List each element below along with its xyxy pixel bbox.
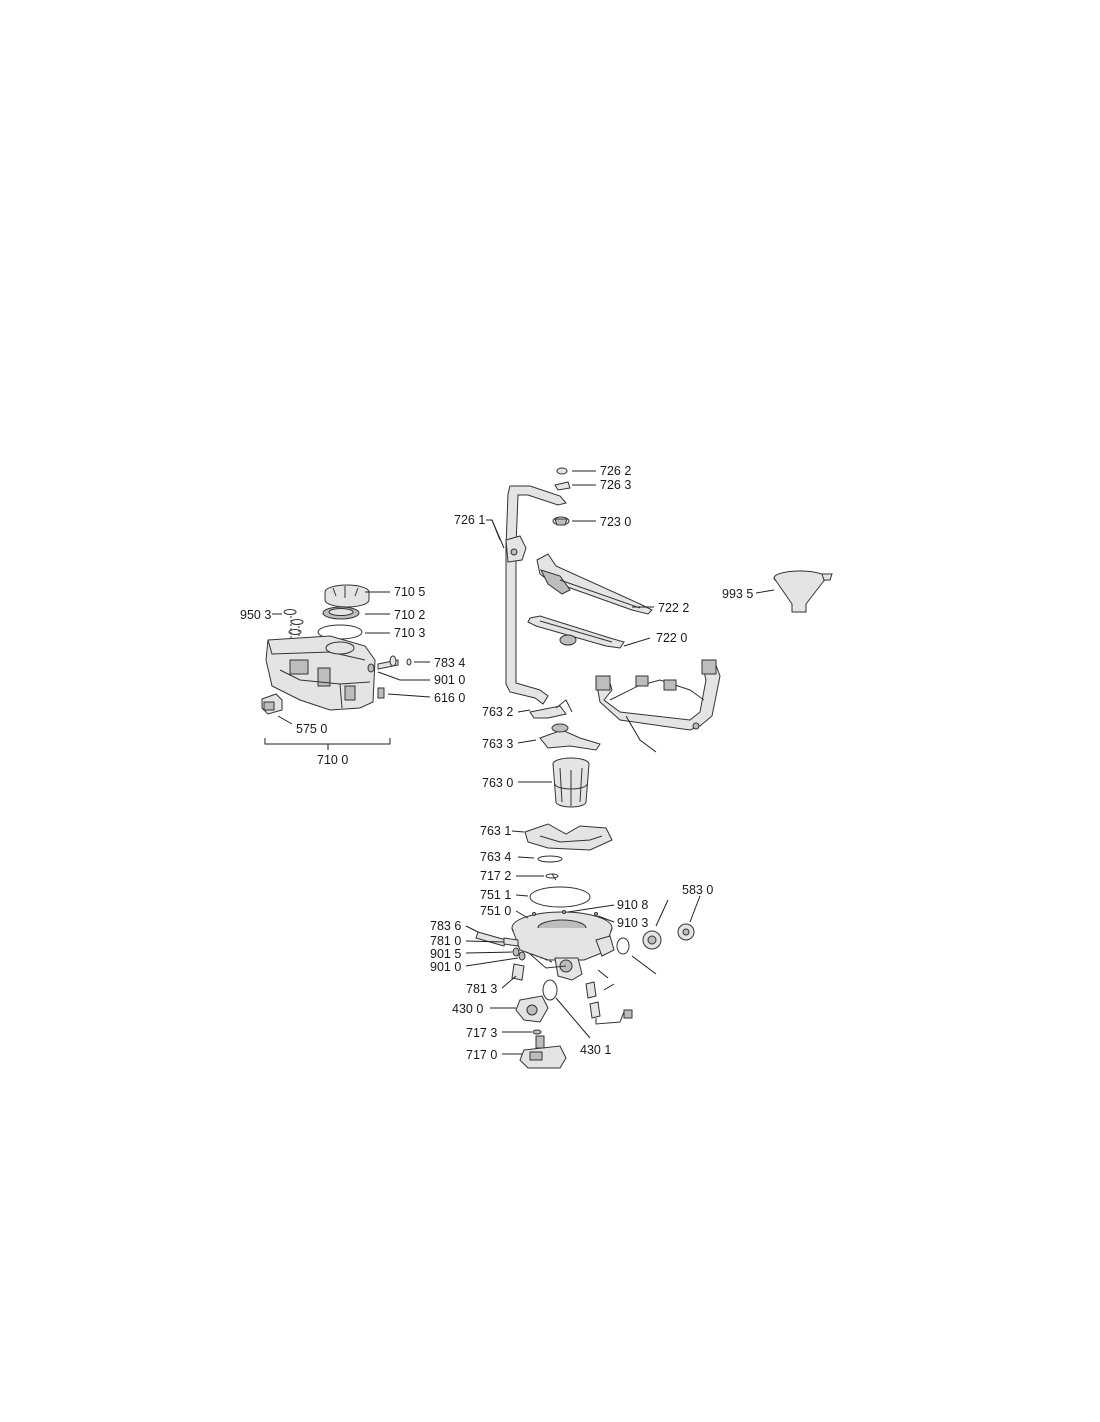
sump-751-0 <box>511 911 615 981</box>
oring-901-0 <box>367 663 375 673</box>
leader-lines <box>272 470 775 1055</box>
bracket-763-2 <box>529 699 573 719</box>
label-910-3: 910 3 <box>617 916 648 930</box>
label-901-0-top: 901 0 <box>434 673 465 687</box>
hose-783-6 <box>475 931 507 947</box>
label-710-3: 710 3 <box>394 626 425 640</box>
label-910-8: 910 8 <box>617 898 648 912</box>
drain-pipe <box>585 981 633 1025</box>
washers-950-3 <box>283 609 304 658</box>
label-723-0: 723 0 <box>600 515 631 529</box>
funnel-993-5 <box>773 570 833 613</box>
label-763-1: 763 1 <box>480 824 511 838</box>
softener-cap-710-5 <box>324 584 370 608</box>
label-726-2: 726 2 <box>600 464 631 478</box>
label-430-0: 430 0 <box>452 1002 483 1016</box>
connector-781-0 <box>503 937 519 947</box>
label-710-2: 710 2 <box>394 608 425 622</box>
label-722-0: 722 0 <box>656 631 687 645</box>
label-763-0: 763 0 <box>482 776 513 790</box>
label-717-0: 717 0 <box>466 1048 497 1062</box>
label-950-3: 950 3 <box>240 608 271 622</box>
label-575-0: 575 0 <box>296 722 327 736</box>
label-751-1: 751 1 <box>480 888 511 902</box>
label-726-1: 726 1 <box>454 513 485 527</box>
label-901-0-bottom: 901 0 <box>430 960 461 974</box>
label-763-4: 763 4 <box>480 850 511 864</box>
label-781-3: 781 3 <box>466 982 497 996</box>
clip-616-0 <box>377 687 385 699</box>
ring-763-4 <box>537 855 563 863</box>
upper-spray-arm-722-2 <box>536 553 653 615</box>
valve-575-0 <box>261 693 283 715</box>
label-993-5: 993 5 <box>722 587 753 601</box>
pump-430-0 <box>515 995 549 1023</box>
oring-901-0b <box>518 951 553 963</box>
filter-763-0 <box>552 757 590 808</box>
label-710-5: 710 5 <box>394 585 425 599</box>
softener-ring-710-2 <box>322 606 360 620</box>
label-717-3: 717 3 <box>466 1026 497 1040</box>
pin-783-4 <box>377 655 412 670</box>
label-781-0: 781 0 <box>430 934 461 948</box>
label-726-3: 726 3 <box>600 478 631 492</box>
pipe-781-3 <box>511 963 525 981</box>
label-710-0: 710 0 <box>317 753 348 767</box>
clip-717-2 <box>545 873 559 881</box>
connector-723-0 <box>552 516 570 526</box>
lower-spray-arm-722-0 <box>527 615 625 649</box>
seal-751-1 <box>529 886 591 908</box>
label-783-6: 783 6 <box>430 919 461 933</box>
label-751-0: 751 0 <box>480 904 511 918</box>
heater-pump-717-0 <box>519 1035 567 1069</box>
label-616-0: 616 0 <box>434 691 465 705</box>
label-763-2: 763 2 <box>482 705 513 719</box>
fine-filter-763-3 <box>539 723 601 751</box>
label-901-5: 901 5 <box>430 947 461 961</box>
spray-arm-carrier <box>595 659 721 731</box>
sensor-583-0 <box>642 923 695 950</box>
softener-body <box>265 635 376 711</box>
screws-910-8 <box>532 910 598 916</box>
nut-726-2 <box>556 467 568 475</box>
bracket-710-0 <box>264 738 391 745</box>
clip-726-3 <box>554 481 571 491</box>
part-labels: 726 2 726 3 726 1 723 0 710 5 950 3 710 … <box>240 464 753 1062</box>
label-783-4: 783 4 <box>434 656 465 670</box>
label-583-0: 583 0 <box>682 883 713 897</box>
label-722-2: 722 2 <box>658 601 689 615</box>
clip-717-3 <box>532 1029 542 1035</box>
label-763-3: 763 3 <box>482 737 513 751</box>
oring-901-5 <box>512 947 520 957</box>
label-717-2: 717 2 <box>480 869 511 883</box>
oring-430-1 <box>542 979 558 1001</box>
gasket-910-3 <box>616 937 630 955</box>
coarse-filter-763-1 <box>524 823 613 851</box>
label-430-1: 430 1 <box>580 1043 611 1057</box>
pipe-726-1 <box>505 485 567 705</box>
